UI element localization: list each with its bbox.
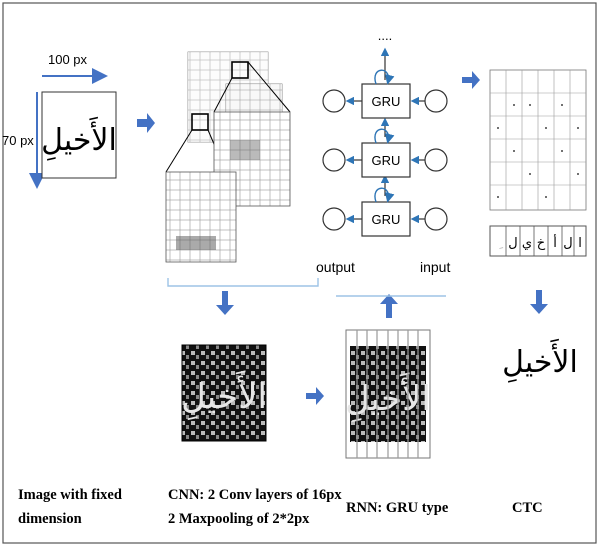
output-label: output — [316, 259, 355, 275]
input-stage: 100 px 70 px الأَخيلِ — [2, 52, 117, 189]
input-word: الأَخيلِ — [41, 116, 117, 162]
rnn-input-image: الأَخيلِ — [345, 329, 431, 459]
output-node-2 — [322, 148, 346, 172]
rnn-dots: .... — [378, 28, 392, 43]
ctc-char-4: خ — [537, 236, 546, 251]
ctc-output-word: الأَخيلِ — [502, 338, 578, 384]
caption-rnn: RNN: GRU type — [346, 500, 449, 516]
caption-ctc: CTC — [512, 500, 543, 516]
gru-cell-3-label: GRU — [372, 212, 401, 227]
gru-cell-3 — [361, 201, 411, 237]
caption-input-line2: dimension — [18, 511, 82, 527]
arrow-rnn-to-ctc — [462, 71, 480, 89]
input-node-1 — [424, 89, 448, 113]
arrow-input-to-cnn — [137, 113, 155, 133]
cnn-output-image — [181, 344, 267, 442]
cnn-output-word: الأَخيلِ — [181, 369, 267, 420]
caption-cnn-line1: CNN: 2 Conv layers of 16px — [168, 487, 342, 503]
ctc-stage: ا ل أ خ ي ل ِ الأَخيلِ — [489, 69, 587, 384]
input-image-box — [41, 91, 117, 179]
caption-cnn: CNN: 2 Conv layers of 16px 2 Maxpooling … — [168, 483, 348, 531]
gru-cell-1-label: GRU — [372, 94, 401, 109]
ctc-char-6: ل — [508, 236, 517, 251]
cnn-stage — [165, 51, 319, 287]
gru-cell-1 — [361, 83, 411, 119]
arrow-cnn-to-rnn — [306, 387, 324, 405]
caption-cnn-line2: 2 Maxpooling of 2*2px — [168, 511, 310, 527]
arrow-up-to-rnn — [380, 294, 398, 318]
ctc-probability-grid — [489, 69, 587, 211]
ctc-sequence-row: ا ل أ خ ي ل ِ — [489, 225, 587, 257]
input-node-2 — [424, 148, 448, 172]
height-label: 70 px — [2, 133, 34, 148]
ctc-char-1: ا — [578, 236, 582, 251]
ctc-char-3: أ — [553, 234, 557, 251]
caption-input-line1: Image with fixed — [18, 487, 122, 503]
arrow-cnn-down — [216, 291, 234, 315]
kernel-window-left — [191, 113, 209, 131]
arrow-ctc-down — [530, 290, 548, 314]
kernel-window-top — [231, 61, 249, 79]
cnn-bracket — [167, 278, 319, 287]
rnn-stage: .... GRU GRU GRU output input — [316, 28, 450, 275]
width-label: 100 px — [48, 52, 88, 67]
input-node-3 — [424, 207, 448, 231]
output-node-3 — [322, 207, 346, 231]
gru-cell-2-label: GRU — [372, 153, 401, 168]
ctc-char-5: ي — [522, 236, 532, 251]
caption-input: Image with fixed dimension — [18, 483, 158, 531]
input-label: input — [420, 259, 450, 275]
ctc-char-2: ل — [563, 236, 572, 251]
output-node-1 — [322, 89, 346, 113]
